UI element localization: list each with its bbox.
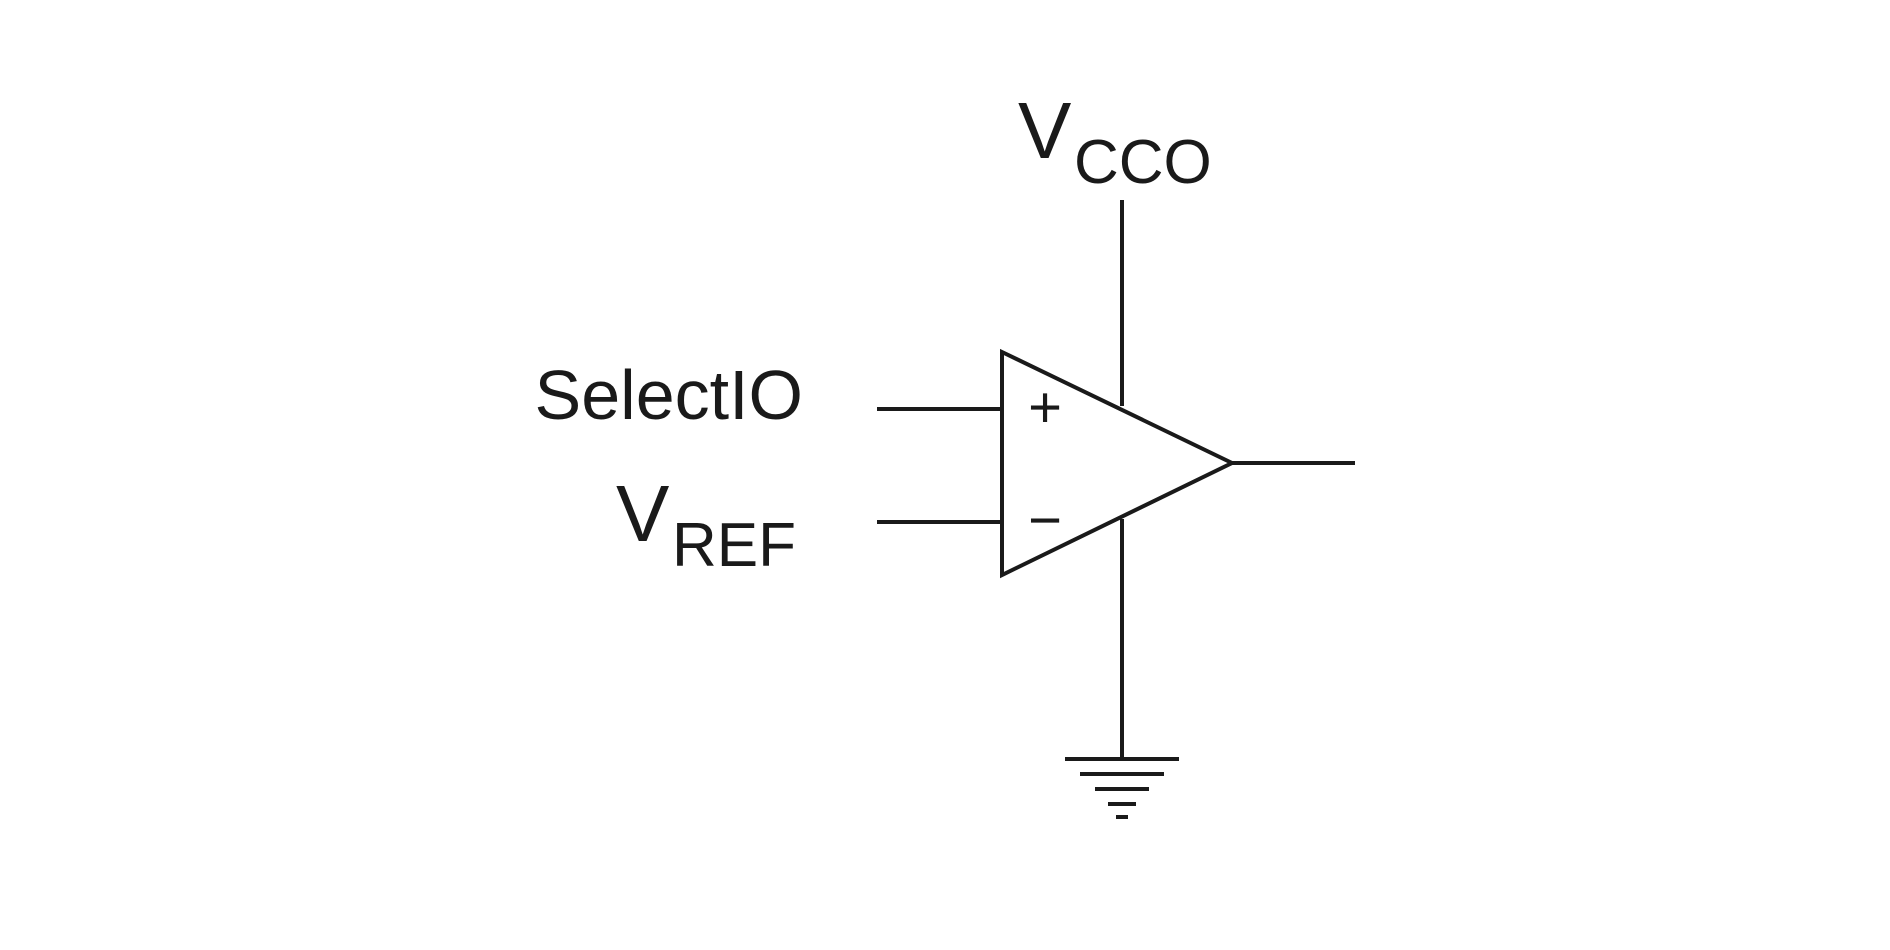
vref-label: V REF [616, 469, 796, 580]
plus-sign: + [1028, 375, 1062, 440]
vref-label-main: V [616, 469, 670, 558]
vcco-label-subscript: CCO [1074, 128, 1212, 197]
vref-label-subscript: REF [672, 511, 796, 580]
vcco-label-main: V [1018, 86, 1072, 175]
ground-icon [1065, 757, 1179, 819]
vcco-label: V CCO [1018, 86, 1212, 197]
minus-sign: − [1028, 488, 1062, 553]
selectio-label: SelectIO [535, 356, 803, 434]
op-amp-triangle-icon [1000, 348, 1237, 579]
